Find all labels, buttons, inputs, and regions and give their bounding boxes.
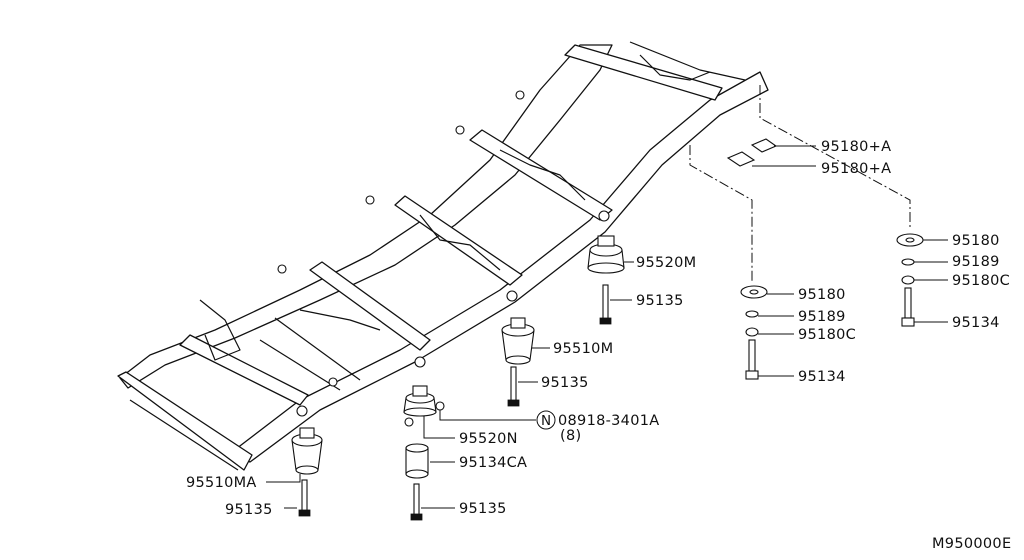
- body-mount-95510ma: [291, 427, 323, 475]
- washer-95180c-right: [901, 275, 915, 285]
- bolt-95134-mid: [745, 339, 759, 380]
- nut-symbol-letter: N: [541, 413, 551, 429]
- bolt-95135-c: [410, 483, 423, 521]
- label-95510ma: 95510MA: [186, 475, 257, 491]
- label-95135-a: 95135: [636, 293, 684, 309]
- spacer-95134ca: [405, 443, 429, 479]
- label-95180-mid: 95180: [798, 287, 846, 303]
- nut-08918-icon: [435, 401, 445, 411]
- lockwasher-95189-mid: [745, 310, 759, 318]
- vehicle-frame: [117, 41, 769, 471]
- bolt-95134-right: [901, 287, 915, 327]
- body-mount-95520m: [587, 235, 625, 274]
- label-95134-right: 95134: [952, 315, 1000, 331]
- label-95180c-right: 95180C: [952, 273, 1010, 289]
- label-95180a-2: 95180+A: [821, 161, 891, 177]
- body-mount-95510m: [501, 317, 535, 365]
- label-95135-b: 95135: [541, 375, 589, 391]
- label-08918-qty: (8): [560, 428, 581, 444]
- washer-95180c-mid: [745, 327, 759, 337]
- nut-symbol-icon: [536, 410, 556, 430]
- label-95134-mid: 95134: [798, 369, 846, 385]
- washer-95180-right: [896, 233, 924, 247]
- label-95520n: 95520N: [459, 431, 518, 447]
- washer-95180-mid: [740, 285, 768, 299]
- shim-95180a-lower: [726, 151, 756, 167]
- label-95135-c: 95135: [459, 501, 507, 517]
- diagram-code: M950000E: [932, 536, 1011, 552]
- label-95510m: 95510M: [553, 341, 613, 357]
- label-95180-right: 95180: [952, 233, 1000, 249]
- bolt-95135-a: [599, 284, 612, 325]
- bolt-95135-b: [507, 366, 520, 407]
- shim-95180a-upper: [750, 138, 778, 153]
- lockwasher-95189-right: [901, 258, 915, 266]
- label-95135-d: 95135: [225, 502, 273, 518]
- label-95134ca: 95134CA: [459, 455, 527, 471]
- body-mount-95520n: [403, 385, 437, 417]
- label-08918-3401a: 08918-3401A: [558, 413, 659, 429]
- label-95189-mid: 95189: [798, 309, 846, 325]
- label-95180c-mid: 95180C: [798, 327, 856, 343]
- label-95189-right: 95189: [952, 254, 1000, 270]
- label-95180a-1: 95180+A: [821, 139, 891, 155]
- label-95520m: 95520M: [636, 255, 696, 271]
- bolt-95135-d: [298, 479, 311, 517]
